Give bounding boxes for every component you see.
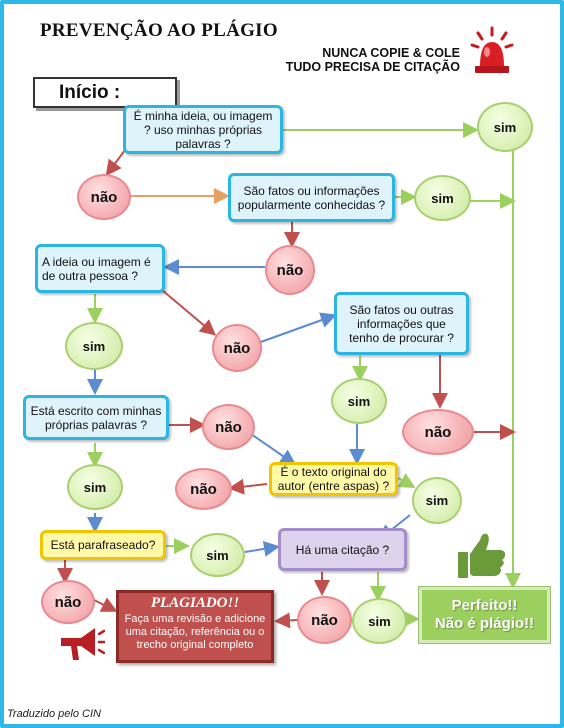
start-label: Início : [33,77,177,108]
thumbs-up-icon [458,533,506,578]
yes-node-7: sim [190,533,245,577]
motto: NUNCA COPIE & COLE TUDO PRECISA DE CITAÇ… [250,46,460,74]
no-node-3: não [212,324,262,372]
no-node-4: não [202,404,255,450]
question-researched-facts: São fatos ou outras informações que tenh… [334,292,469,355]
siren-icon [470,26,514,73]
yes-node-4: sim [331,378,387,424]
yes-node-2: sim [414,175,471,221]
no-node-1: não [77,174,131,220]
question-common-knowledge: São fatos ou informações popularmente co… [228,173,395,222]
question-own-words: Está escrito com minhas próprias palavra… [23,395,169,440]
yes-node-6: sim [412,477,462,524]
question-other-person: A ideia ou imagem é de outra pessoa ? [35,244,165,293]
question-own-idea: É minha ideia, ou imagem ? uso minhas pr… [123,105,283,154]
no-node-8: não [297,596,352,644]
question-original-text: É o texto original do autor (entre aspas… [269,462,398,496]
plagiarized-instructions: Faça uma revisão e adicione uma citação,… [124,613,266,651]
yes-node-3: sim [65,322,123,370]
outcome-not-plagiarized: Perfeito!! Não é plágio!! [418,586,551,644]
no-node-5: não [402,409,474,455]
outcome-plagiarized: PLAGIADO!! Faça uma revisão e adicione u… [116,590,274,663]
yes-node-5: sim [67,464,123,510]
question-paraphrased: Está parafraseado? [40,530,166,560]
motto-line-2: TUDO PRECISA DE CITAÇÃO [285,60,460,74]
perfect-line-2: Não é plágio!! [434,615,535,632]
perfect-line-1: Perfeito!! [451,597,518,614]
no-node-6: não [175,468,232,510]
plagiarized-heading: PLAGIADO!! [150,595,240,611]
page-title: PREVENÇÃO AO PLÁGIO [40,20,278,41]
translation-credit: Traduzido pelo CIN [7,708,101,720]
motto-line-1: NUNCA COPIE & COLE [322,46,460,60]
question-citation: Há uma citação ? [278,528,407,571]
megaphone-icon [61,628,105,660]
yes-node-1: sim [477,102,533,152]
no-node-2: não [265,245,315,295]
no-node-7: não [41,580,95,624]
yes-node-8: sim [352,598,407,644]
